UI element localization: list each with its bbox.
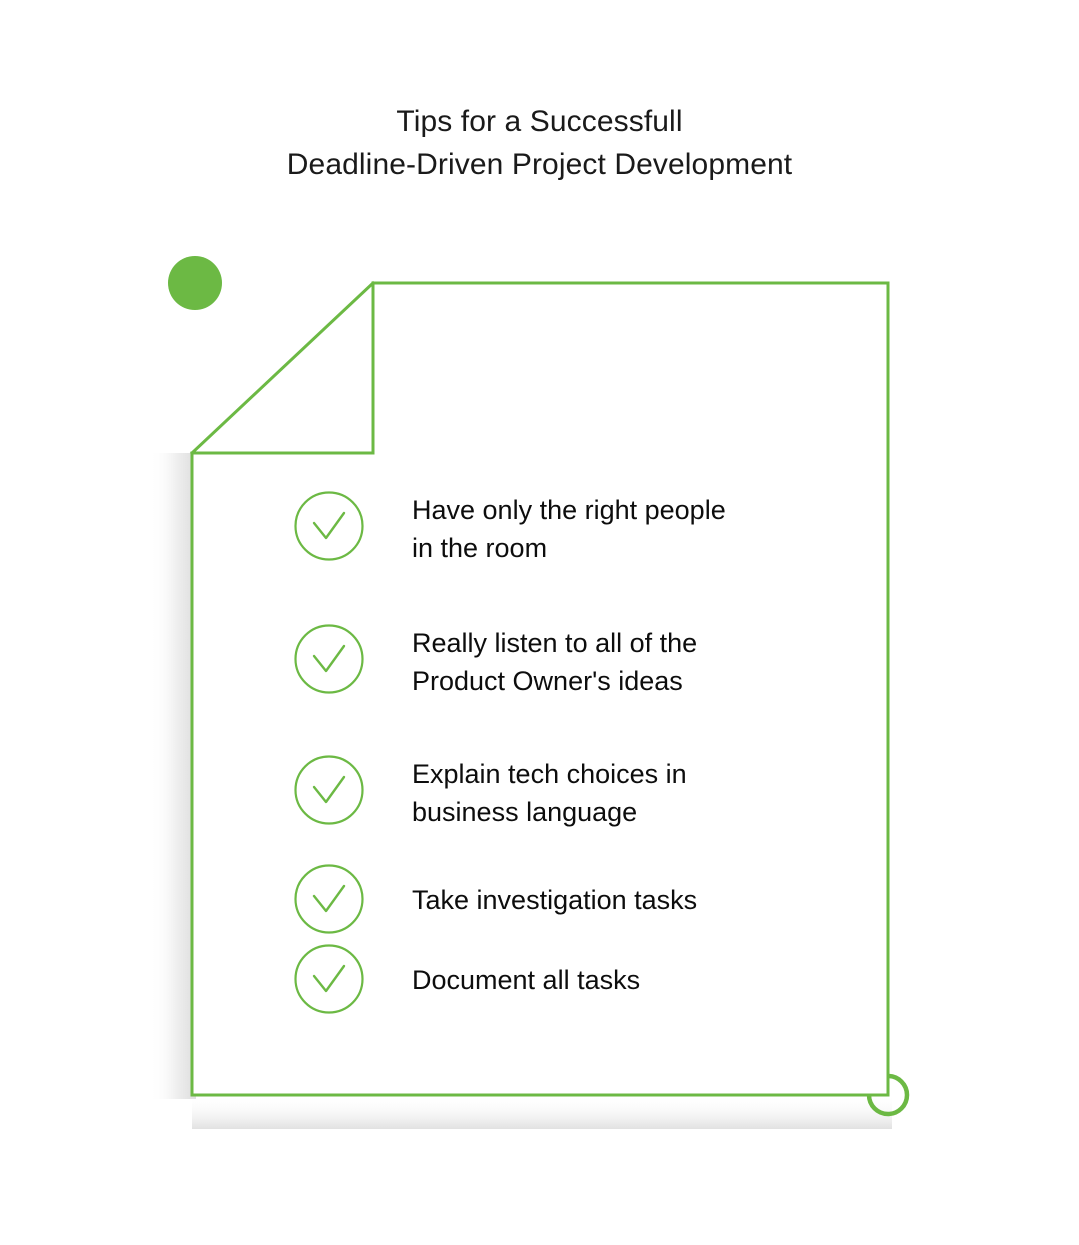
page-title: Tips for a Successfull Deadline-Driven P… — [0, 100, 1079, 186]
document-card-shape — [150, 280, 910, 1129]
green-dot-decoration — [168, 256, 222, 310]
page-title-line-1: Tips for a Successfull — [396, 105, 683, 138]
card-shadow-left — [150, 453, 196, 1099]
list-item[interactable]: Take investigation tasks — [293, 863, 853, 935]
page-title-line-2: Deadline-Driven Project Development — [286, 148, 793, 181]
check-circle-icon — [293, 490, 365, 562]
list-item[interactable]: Really listen to all of the Product Owne… — [293, 623, 853, 700]
check-circle-icon — [293, 754, 365, 826]
card-fold-edges — [190, 281, 375, 455]
list-item-label: Document all tasks — [412, 965, 641, 995]
list-item[interactable]: Have only the right people in the room — [293, 490, 853, 567]
list-item-label: Have only the right people in the room — [412, 495, 726, 563]
document-card — [150, 240, 940, 1140]
check-circle-icon — [293, 623, 365, 695]
card-fold-diagonal — [189, 280, 376, 456]
card-outline — [190, 281, 890, 1097]
card-shadow-bottom — [192, 1095, 892, 1129]
check-circle-icon — [293, 863, 365, 935]
list-item[interactable]: Explain tech choices in business languag… — [293, 754, 853, 831]
list-item-label: Really listen to all of the Product Owne… — [412, 628, 698, 696]
list-item[interactable]: Document all tasks — [293, 943, 853, 1015]
card-fill — [192, 283, 888, 1095]
list-item-label: Explain tech choices in business languag… — [412, 759, 687, 827]
list-item-label: Take investigation tasks — [412, 885, 698, 915]
check-circle-icon — [293, 943, 365, 1015]
